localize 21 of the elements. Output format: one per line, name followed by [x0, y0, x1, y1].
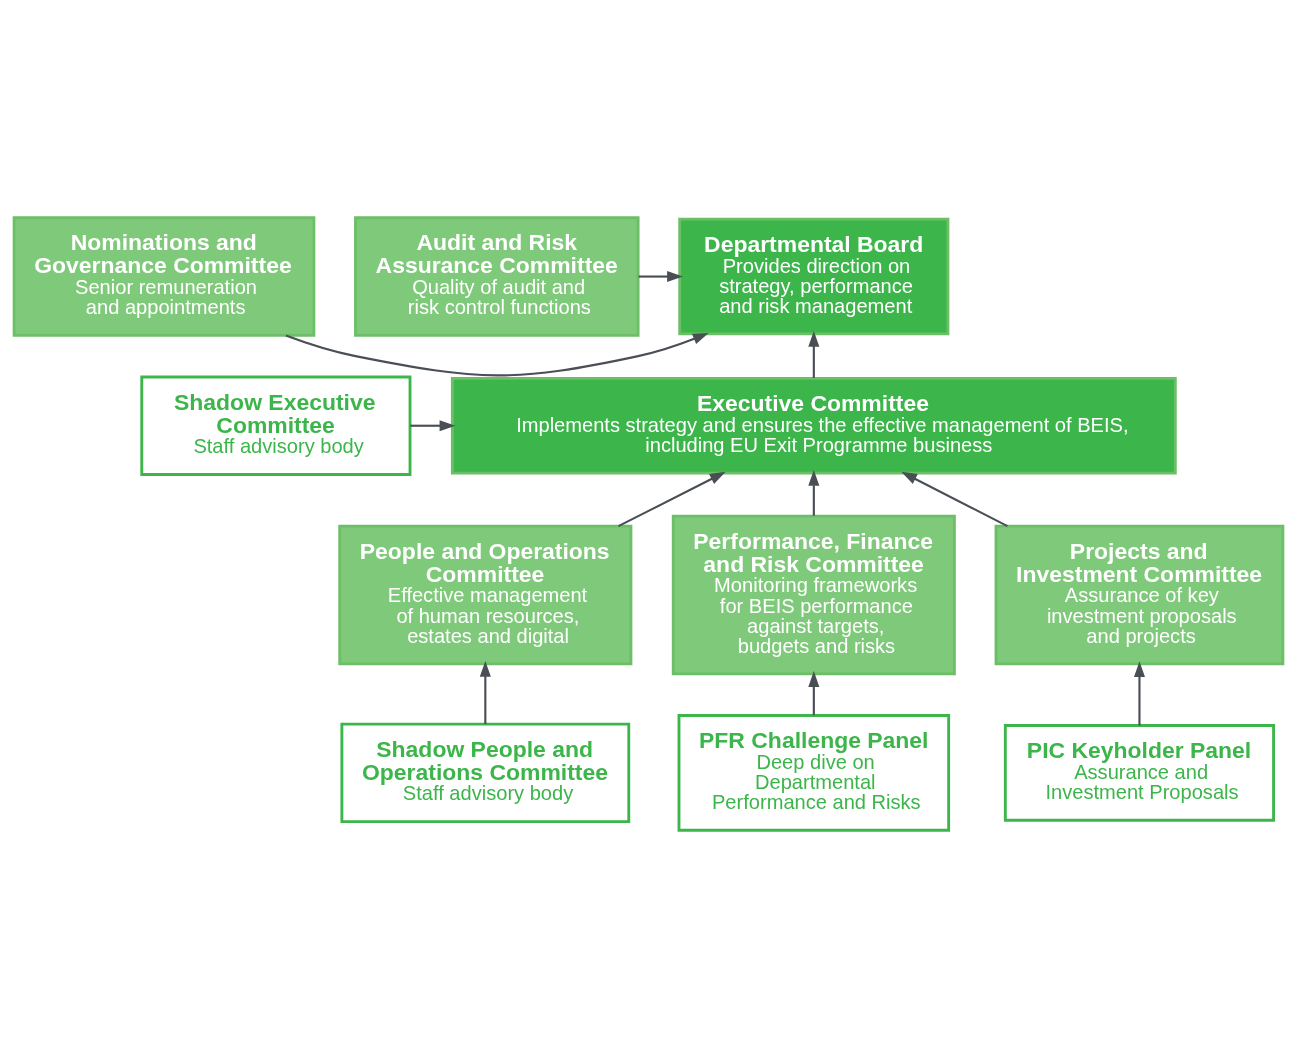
- node-box: People and Operations Committee Effective management of human resources, estates and digital: [338, 524, 633, 665]
- node-box: Shadow People and Operations Committee Staff advisory body: [340, 722, 631, 823]
- node-box: Departmental Board Provides direction on strategy, performance and risk management: [678, 217, 950, 335]
- arrow: [410, 419, 456, 431]
- node-box: Executive Committee Implements strategy and ensures the effective management of BEIS, including EU Exit Programme business: [450, 376, 1177, 474]
- node-box: PFR Challenge Panel Deep dive on Departmental Performance and Risks: [677, 713, 951, 832]
- node-box: Projects and Investment Committee Assurance of key investment proposals and projects: [994, 524, 1285, 665]
- node-box: Nominations and Governance Committee Senior remuneration and appointments: [12, 215, 316, 337]
- node-box: Performance, Finance and Risk Committee Monitoring frameworks for BEIS performance against targets, budgets and risks: [671, 514, 956, 675]
- arrow: [1133, 660, 1145, 725]
- arrow: [638, 270, 683, 282]
- arrow: [808, 670, 820, 715]
- arrow: [808, 330, 820, 378]
- node-box: PIC Keyholder Panel Assurance and Investment Proposals: [1003, 723, 1275, 822]
- node-box: Audit and Risk Assurance Committee Quality of audit and risk control functions: [354, 215, 640, 337]
- arrow: [617, 471, 726, 527]
- arrow: [285, 332, 709, 376]
- arrow: [808, 469, 820, 516]
- node-box: Shadow Executive Committee Staff advisory body: [140, 375, 412, 476]
- arrow: [479, 660, 491, 724]
- arrow: [901, 471, 1008, 527]
